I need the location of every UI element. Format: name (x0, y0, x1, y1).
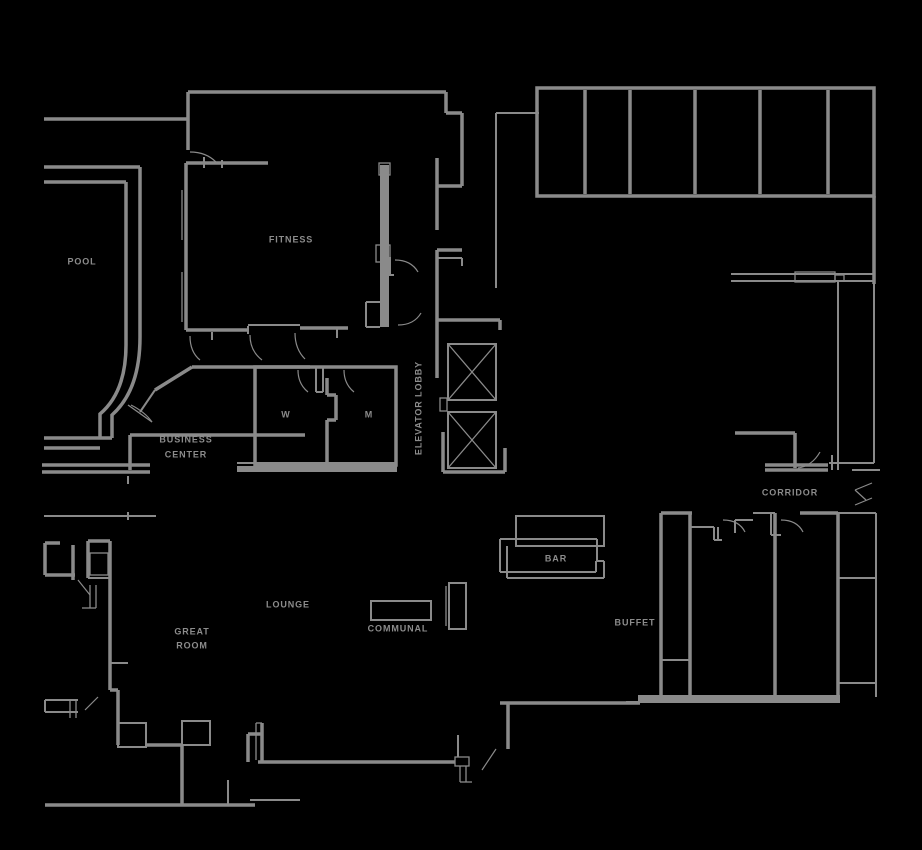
label-business-center-line-1: BUSINESS (159, 434, 212, 444)
north-exterior-walls (44, 90, 539, 288)
misc-upper-right (437, 257, 463, 266)
great-room-walls (43, 539, 300, 807)
business-center-walls (42, 365, 310, 520)
label-fitness: FITNESS (269, 234, 313, 244)
corridor-walls (731, 271, 880, 501)
label-bar: BAR (545, 553, 567, 563)
label-restroom-women: W (281, 409, 290, 419)
label-buffet: BUFFET (615, 617, 656, 627)
label-restroom-men: M (365, 409, 373, 419)
south-walls (246, 701, 640, 783)
communal-table (370, 582, 467, 630)
label-business-center-line-2: CENTER (165, 449, 207, 459)
door-swings-upper (189, 259, 422, 361)
room-labels: POOL FITNESS BUSINESS CENTER W M ELEVATO… (67, 234, 818, 650)
label-elevator-lobby: ELEVATOR LOBBY (413, 361, 423, 455)
label-great-room-line-1: GREAT (174, 626, 209, 636)
label-pool: POOL (67, 256, 96, 266)
label-great-room-line-2: ROOM (176, 640, 208, 650)
parking-bay-grid (535, 86, 876, 284)
elevator-lobby-walls (435, 186, 507, 474)
restroom-walls (237, 365, 398, 472)
fitness-room-walls (181, 157, 394, 340)
label-corridor: CORRIDOR (762, 487, 818, 497)
label-communal: COMMUNAL (368, 623, 429, 633)
buffet-block (626, 497, 877, 703)
bar-counter (499, 515, 605, 579)
label-lounge: LOUNGE (266, 599, 310, 609)
pool-walls (44, 165, 142, 450)
